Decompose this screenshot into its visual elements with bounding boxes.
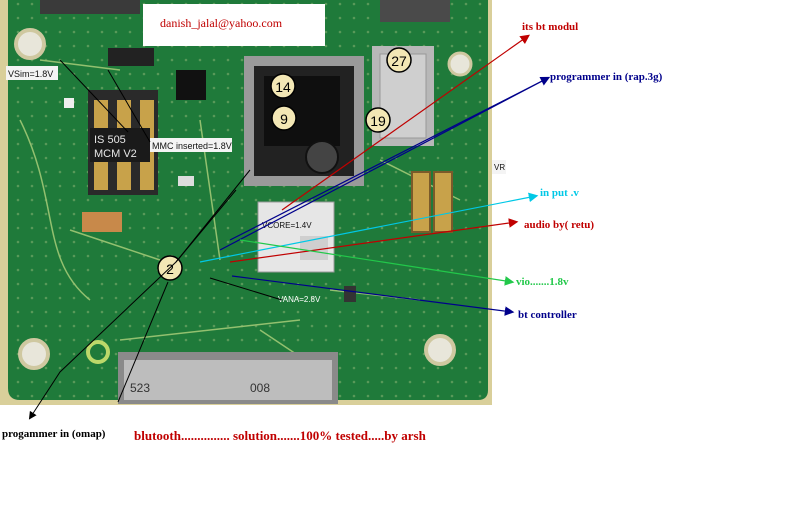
test-point-label: 19 [370, 113, 386, 129]
author-email: danish_jalal@yahoo.com [160, 16, 283, 30]
connector-code-2: 008 [250, 381, 270, 395]
chip-code-1: IS 505 [94, 134, 126, 146]
arrow-bt-controller [231, 275, 515, 316]
arrow-input [199, 192, 539, 263]
test-point-19: 19 [365, 107, 391, 133]
label-audio: audio by( retu) [524, 219, 594, 231]
label-vio: vio.......1.8v [516, 276, 569, 288]
label-vr: VR [494, 163, 505, 172]
test-point-label: 9 [280, 111, 288, 127]
connector-code-1: 523 [130, 381, 150, 395]
vcore-shield [257, 201, 335, 273]
label-vana: VANA=2.8V [278, 295, 321, 304]
arrow-programmer-rap-2 [219, 77, 549, 251]
label-programmer-omap: progammer in (omap) [2, 428, 106, 440]
arrow-bt-module [281, 34, 530, 211]
test-point-14: 14 [270, 73, 296, 99]
test-point-27: 27 [386, 47, 412, 73]
test-point-label: 14 [275, 79, 291, 95]
arrow-programmer-omap [28, 169, 251, 420]
annotation-labels: its bt modul programmer in (rap.3g) in p… [2, 21, 663, 440]
label-mmc: MMC inserted=1.8V [152, 141, 232, 151]
voltage-labels: VSim=1.8V MMC inserted=1.8V VCORE=1.4V V… [6, 66, 506, 304]
label-programmer-rap: programmer in (rap.3g) [550, 71, 663, 83]
footer-caption: blutooth............... solution.......1… [134, 428, 427, 443]
test-point-label: 2 [166, 261, 174, 277]
arrow-programmer-rap [229, 76, 551, 241]
label-bt-module: its bt modul [522, 21, 578, 33]
arrow-vana [209, 277, 283, 301]
main-ic-module [244, 56, 364, 186]
label-bt-controller: bt controller [518, 309, 577, 321]
label-input: in put .v [540, 187, 579, 199]
system-connector: 523 008 [118, 352, 338, 404]
annotation-arrows [28, 34, 551, 420]
chip-code-2: MCM V2 [94, 148, 137, 160]
label-vsim: VSim=1.8V [8, 69, 53, 79]
large-pads [411, 171, 453, 233]
email-header: danish_jalal@yahoo.com [143, 4, 325, 46]
test-point-label: 27 [391, 53, 407, 69]
arrow-vio [239, 239, 515, 286]
test-point-9: 9 [271, 105, 297, 131]
sim-card-contacts: IS 505 MCM V2 [88, 90, 158, 195]
label-vcore: VCORE=1.4V [262, 221, 312, 230]
arrow-audio [229, 218, 519, 263]
